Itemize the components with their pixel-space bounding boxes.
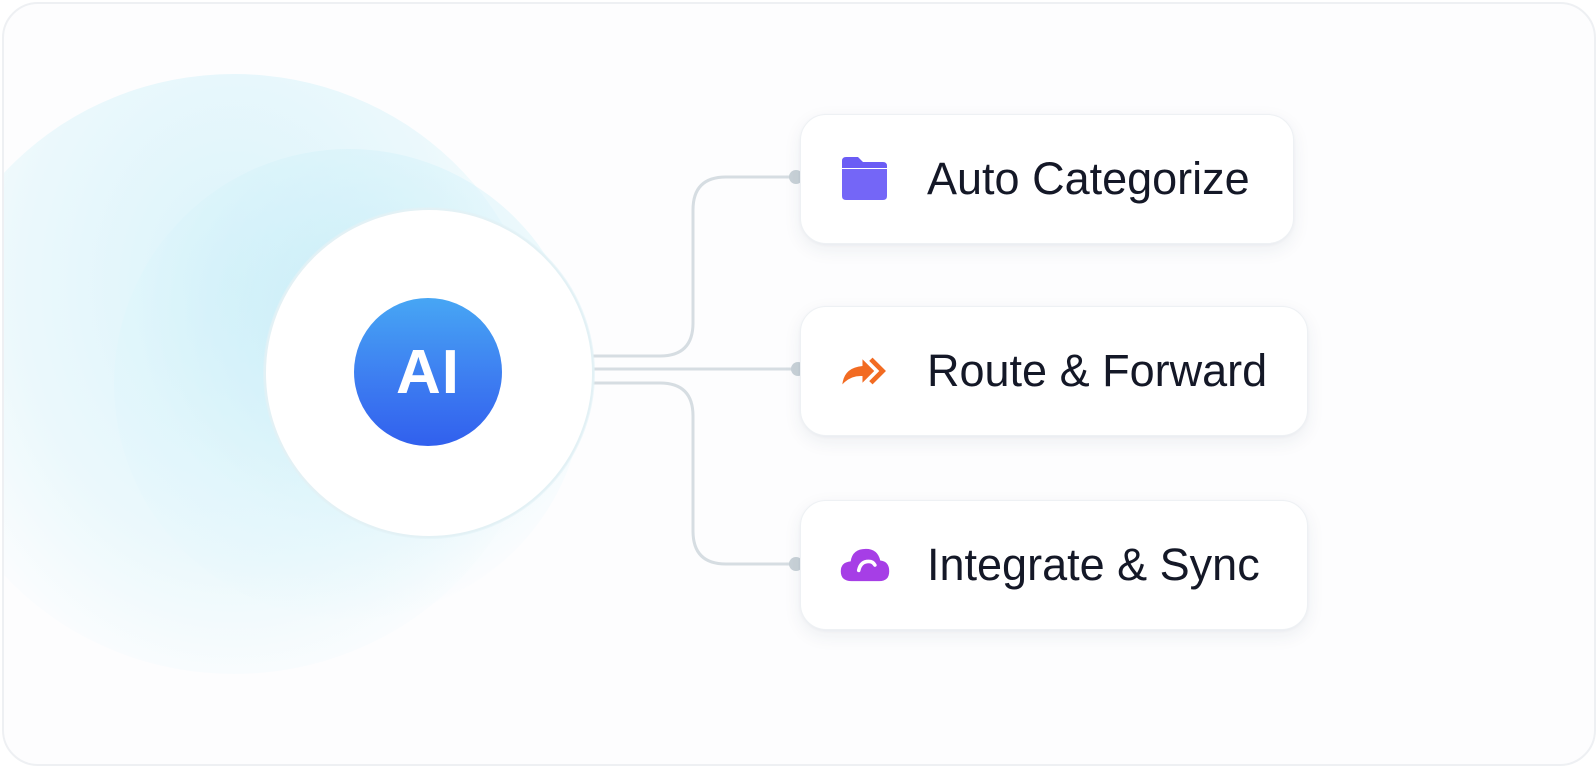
connector-integrate-sync (592, 381, 796, 566)
ai-hub-label: AI (396, 337, 460, 407)
node-auto-categorize: Auto Categorize (800, 114, 1294, 244)
node-label: Integrate & Sync (927, 539, 1260, 590)
connector-lines (592, 170, 805, 571)
node-label: Auto Categorize (927, 153, 1250, 204)
cloud-sync-icon (839, 539, 891, 591)
node-integrate-sync: Integrate & Sync (800, 500, 1308, 630)
node-route-forward: Route & Forward (800, 306, 1308, 436)
ai-hub: AI (354, 298, 502, 446)
connector-dot-auto-categorize (789, 170, 803, 184)
double-forward-arrow-icon (839, 345, 891, 397)
folder-icon (839, 153, 891, 205)
connector-auto-categorize (592, 175, 796, 358)
node-label: Route & Forward (927, 345, 1268, 396)
connector-dot-integrate-sync (789, 557, 803, 571)
